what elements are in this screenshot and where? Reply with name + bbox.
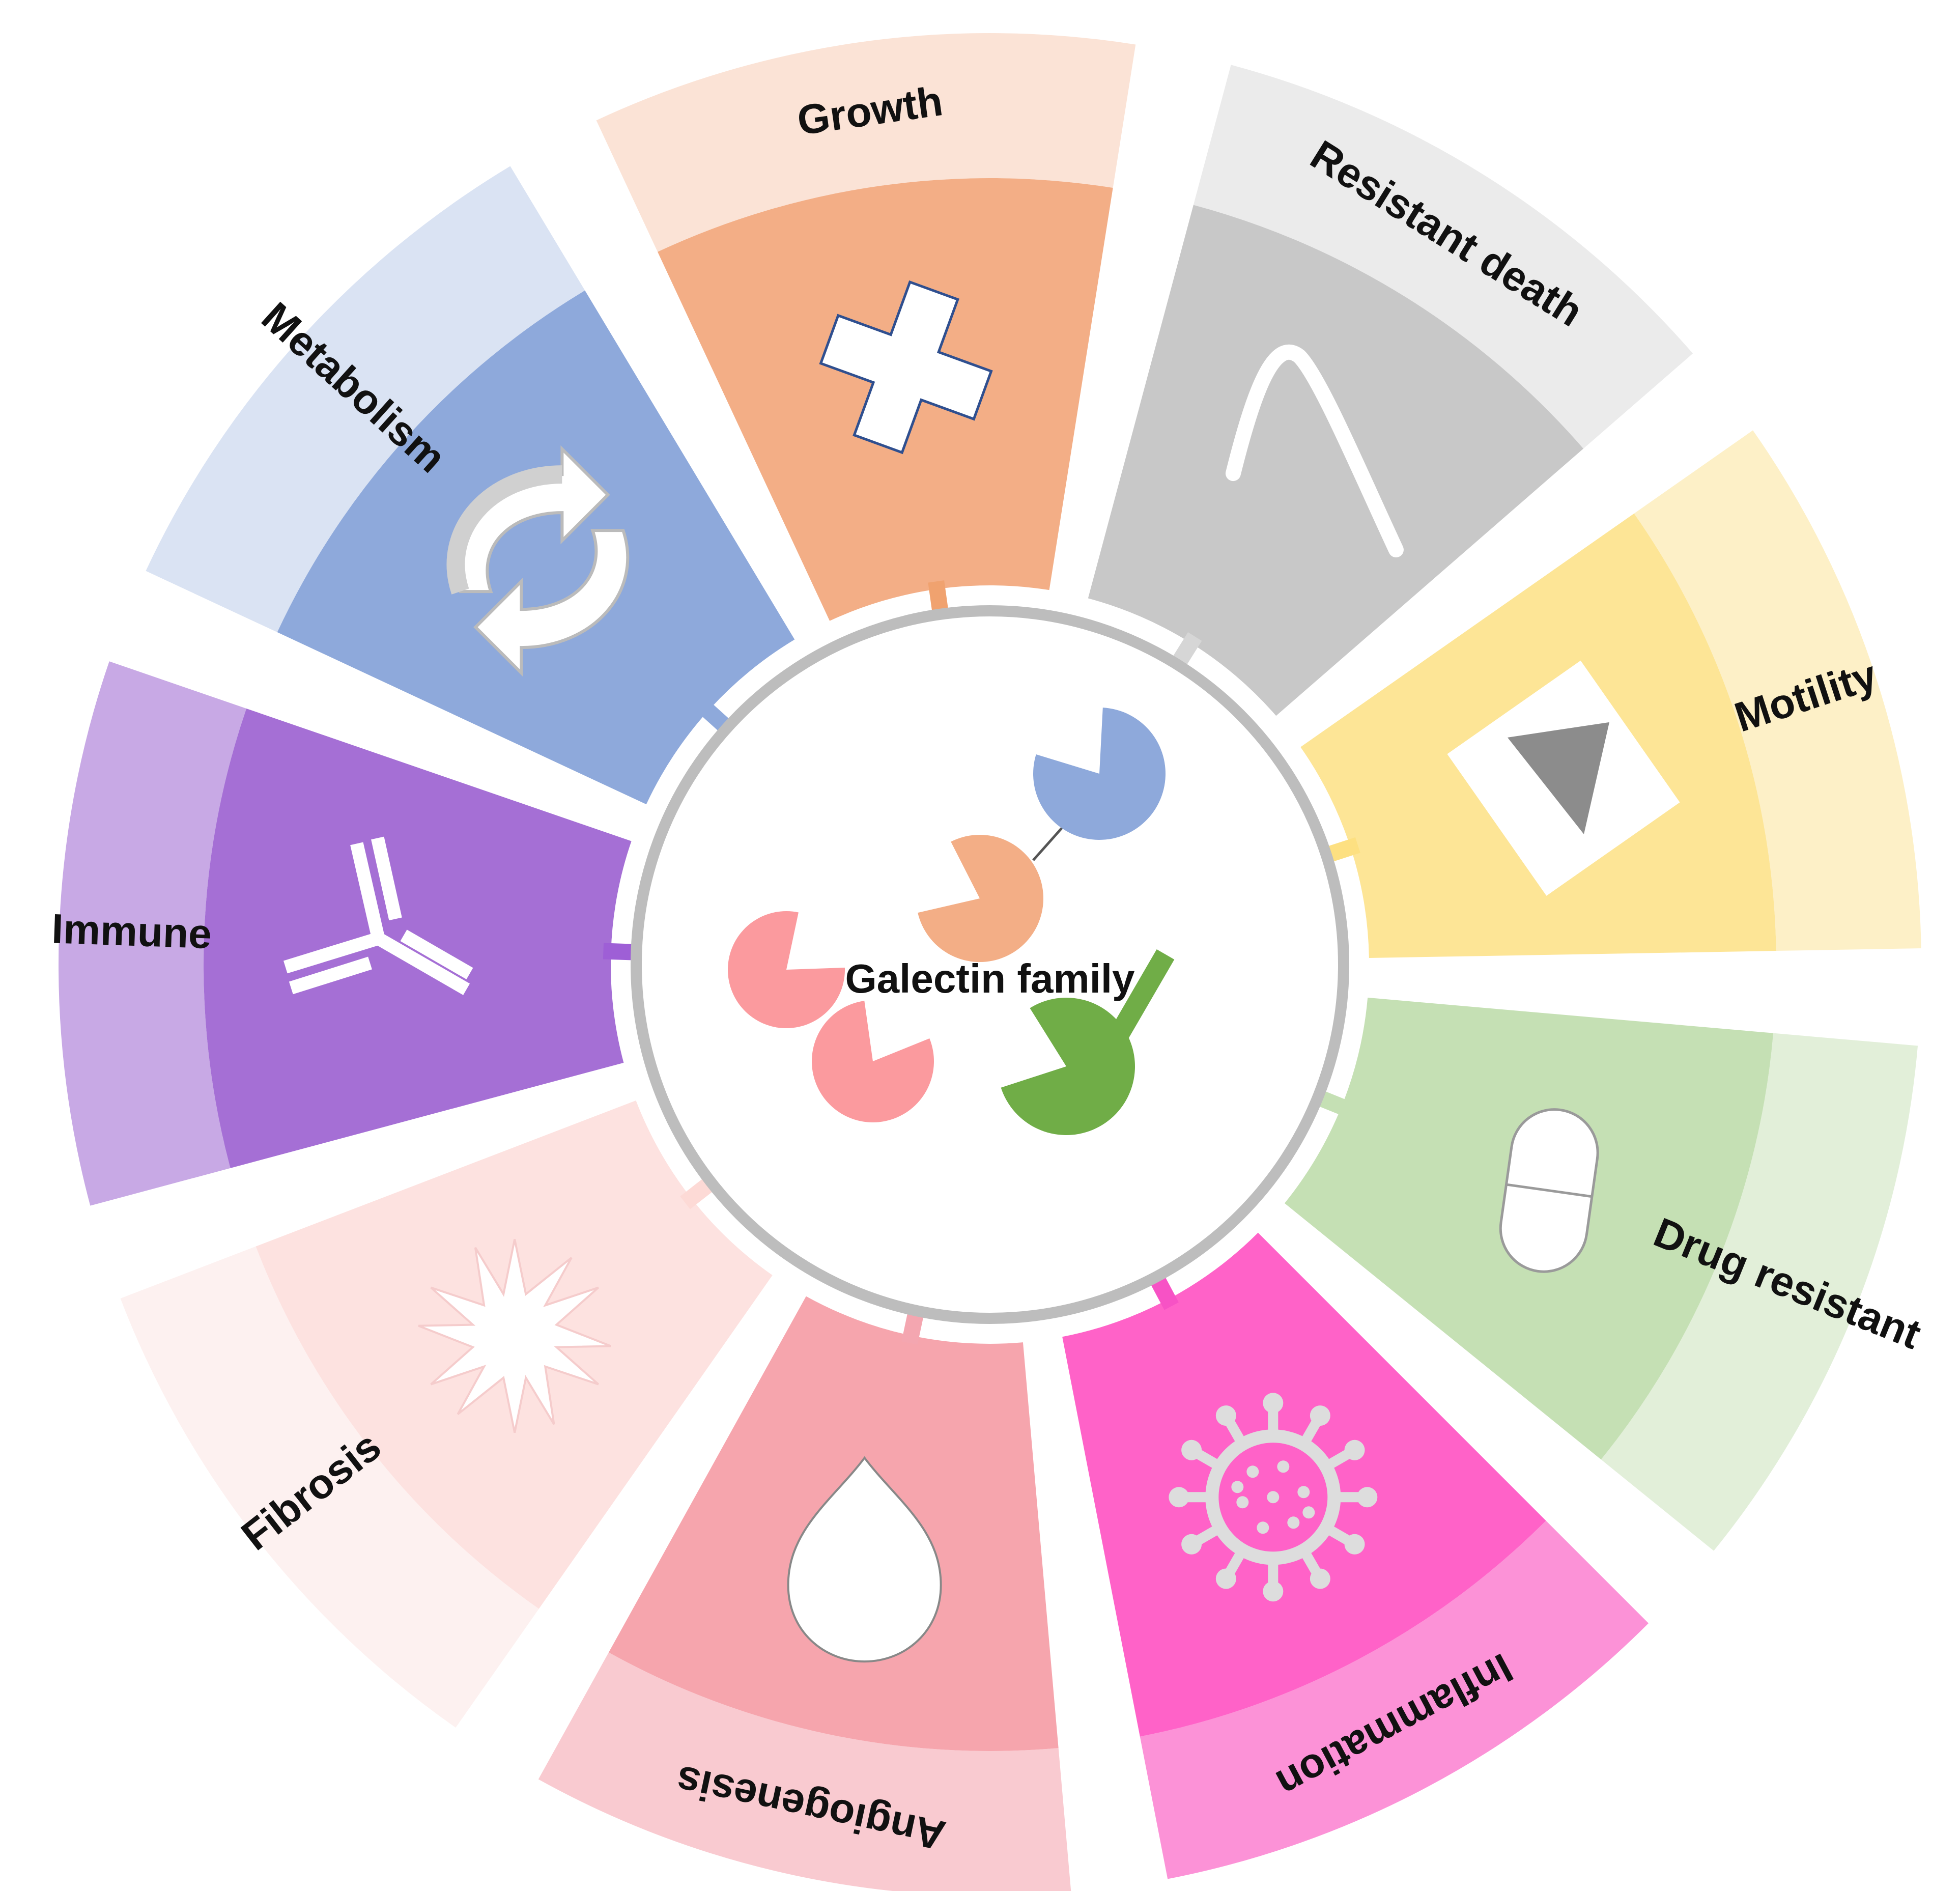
galectin-pink-2: [812, 1001, 934, 1123]
segment-fibrosis: Fibrosis: [120, 1100, 773, 1728]
galectin-orange: [918, 834, 1043, 962]
cycle-icon: [446, 445, 630, 677]
segment-outer-band: [1634, 430, 1921, 951]
segment-growth: Growth: [596, 33, 1136, 621]
drop-icon: [787, 1456, 942, 1663]
segment-outer-band: [59, 661, 247, 1206]
virus-icon: [1169, 1393, 1378, 1602]
segment-inner-wedge: [277, 290, 795, 805]
burst-icon: [418, 1239, 611, 1433]
segment-outer-band: [146, 166, 585, 633]
galectin-molecules: [727, 708, 1175, 1135]
play-icon: [1447, 660, 1680, 896]
segment-outer-band: [1601, 1033, 1918, 1551]
segment-outer-band: [596, 33, 1136, 252]
antibody-icon: [283, 836, 473, 995]
plus-icon: [819, 280, 993, 455]
segment-label-immune: Immune: [51, 906, 212, 957]
center-ring: [631, 605, 1349, 1324]
galectin-green-tail: [1111, 949, 1175, 1039]
segment-outer-band: [120, 1246, 539, 1728]
segment-inner-wedge: [1088, 205, 1584, 716]
segment-outer-band: [538, 1652, 1071, 1891]
segment-immune: Immune: [51, 661, 632, 1206]
center-label: Galectin family: [845, 956, 1135, 1001]
segment-angiogenesis: Angiogenesis: [538, 1296, 1071, 1891]
segment-outer-band: [1193, 65, 1693, 449]
segment-metabolism: Metabolism: [146, 166, 795, 805]
segment-outer-band: [1140, 1520, 1649, 1879]
line-icon: [1225, 344, 1404, 558]
segment-inner-wedge: [1062, 1232, 1546, 1737]
segment-motility: Motility: [1300, 430, 1921, 958]
galectin-pink-1: [727, 911, 845, 1028]
segment-inflammation: Inflammation: [1062, 1232, 1649, 1879]
galectin-blue: [1033, 708, 1166, 840]
galectin-green: [1001, 997, 1135, 1135]
pill-icon: [1499, 1108, 1599, 1273]
